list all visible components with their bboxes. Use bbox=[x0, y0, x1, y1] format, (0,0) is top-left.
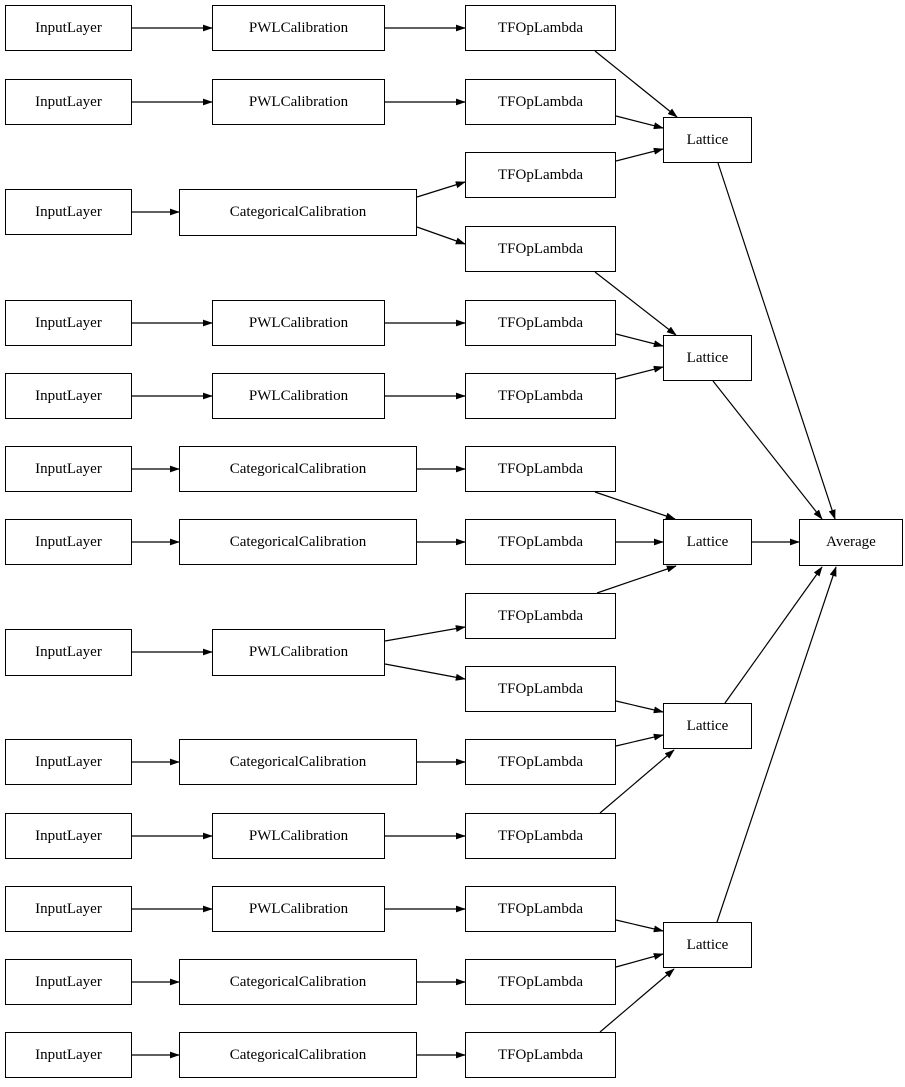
node-input9: InputLayer bbox=[5, 739, 132, 785]
edge-tfop4-lattice2 bbox=[594, 271, 677, 336]
edge-tfop13-lattice5 bbox=[615, 919, 664, 933]
node-input3: InputLayer bbox=[5, 189, 132, 235]
edge-lattice2-average bbox=[712, 380, 823, 520]
edge-lattice1-average bbox=[717, 162, 836, 520]
edge-tfop14-lattice5 bbox=[615, 953, 664, 968]
node-pwl10: PWLCalibration bbox=[212, 813, 385, 859]
edge-tfop1-lattice1 bbox=[594, 50, 678, 118]
node-tfop6: TFOpLambda bbox=[465, 373, 616, 419]
edge-tfop5-lattice2 bbox=[615, 333, 664, 348]
node-input10: InputLayer bbox=[5, 813, 132, 859]
edge-pwl8-tfop10 bbox=[384, 663, 466, 681]
node-tfop7: TFOpLambda bbox=[465, 446, 616, 492]
edge-tfop6-lattice2 bbox=[615, 365, 664, 380]
edge-cat3-tfop3 bbox=[416, 181, 466, 198]
node-cat3: CategoricalCalibration bbox=[179, 189, 417, 236]
edge-tfop7-lattice3 bbox=[594, 491, 676, 520]
node-input11: InputLayer bbox=[5, 886, 132, 932]
node-tfop9: TFOpLambda bbox=[465, 593, 616, 639]
edge-pwl8-tfop9 bbox=[384, 625, 466, 642]
edge-lattice4-average bbox=[724, 566, 823, 704]
edge-tfop3-lattice1 bbox=[615, 147, 664, 162]
node-cat12: CategoricalCalibration bbox=[179, 959, 417, 1005]
node-tfop13: TFOpLambda bbox=[465, 886, 616, 932]
node-tfop2: TFOpLambda bbox=[465, 79, 616, 125]
node-tfop15: TFOpLambda bbox=[465, 1032, 616, 1078]
node-tfop5: TFOpLambda bbox=[465, 300, 616, 346]
node-cat7: CategoricalCalibration bbox=[179, 519, 417, 565]
node-input2: InputLayer bbox=[5, 79, 132, 125]
node-tfop4: TFOpLambda bbox=[465, 226, 616, 272]
node-cat13: CategoricalCalibration bbox=[179, 1032, 417, 1078]
node-input13: InputLayer bbox=[5, 1032, 132, 1078]
edge-tfop10-lattice4 bbox=[615, 700, 664, 714]
node-tfop3: TFOpLambda bbox=[465, 152, 616, 198]
node-pwl1: PWLCalibration bbox=[212, 5, 385, 51]
node-tfop12: TFOpLambda bbox=[465, 813, 616, 859]
node-cat9: CategoricalCalibration bbox=[179, 739, 417, 785]
node-input1: InputLayer bbox=[5, 5, 132, 51]
node-pwl11: PWLCalibration bbox=[212, 886, 385, 932]
node-input7: InputLayer bbox=[5, 519, 132, 565]
node-pwl5: PWLCalibration bbox=[212, 373, 385, 419]
edge-lattice5-average bbox=[716, 566, 837, 923]
node-tfop1: TFOpLambda bbox=[465, 5, 616, 51]
node-average: Average bbox=[799, 519, 903, 566]
node-lattice1: Lattice bbox=[663, 117, 752, 163]
edge-tfop2-lattice1 bbox=[615, 115, 664, 130]
node-input12: InputLayer bbox=[5, 959, 132, 1005]
node-tfop10: TFOpLambda bbox=[465, 666, 616, 712]
node-tfop14: TFOpLambda bbox=[465, 959, 616, 1005]
node-lattice2: Lattice bbox=[663, 335, 752, 381]
node-pwl8: PWLCalibration bbox=[212, 629, 385, 676]
node-pwl4: PWLCalibration bbox=[212, 300, 385, 346]
node-input6: InputLayer bbox=[5, 446, 132, 492]
node-input8: InputLayer bbox=[5, 629, 132, 676]
node-lattice3: Lattice bbox=[663, 519, 752, 565]
node-lattice4: Lattice bbox=[663, 703, 752, 749]
edge-tfop15-lattice5 bbox=[599, 968, 675, 1033]
node-input5: InputLayer bbox=[5, 373, 132, 419]
edge-tfop11-lattice4 bbox=[615, 733, 664, 747]
edge-cat3-tfop4 bbox=[416, 226, 466, 245]
node-tfop11: TFOpLambda bbox=[465, 739, 616, 785]
node-lattice5: Lattice bbox=[663, 922, 752, 968]
edge-tfop9-lattice3 bbox=[596, 565, 677, 594]
node-input4: InputLayer bbox=[5, 300, 132, 346]
node-cat6: CategoricalCalibration bbox=[179, 446, 417, 492]
node-tfop8: TFOpLambda bbox=[465, 519, 616, 565]
edge-tfop12-lattice4 bbox=[599, 749, 675, 814]
node-pwl2: PWLCalibration bbox=[212, 79, 385, 125]
